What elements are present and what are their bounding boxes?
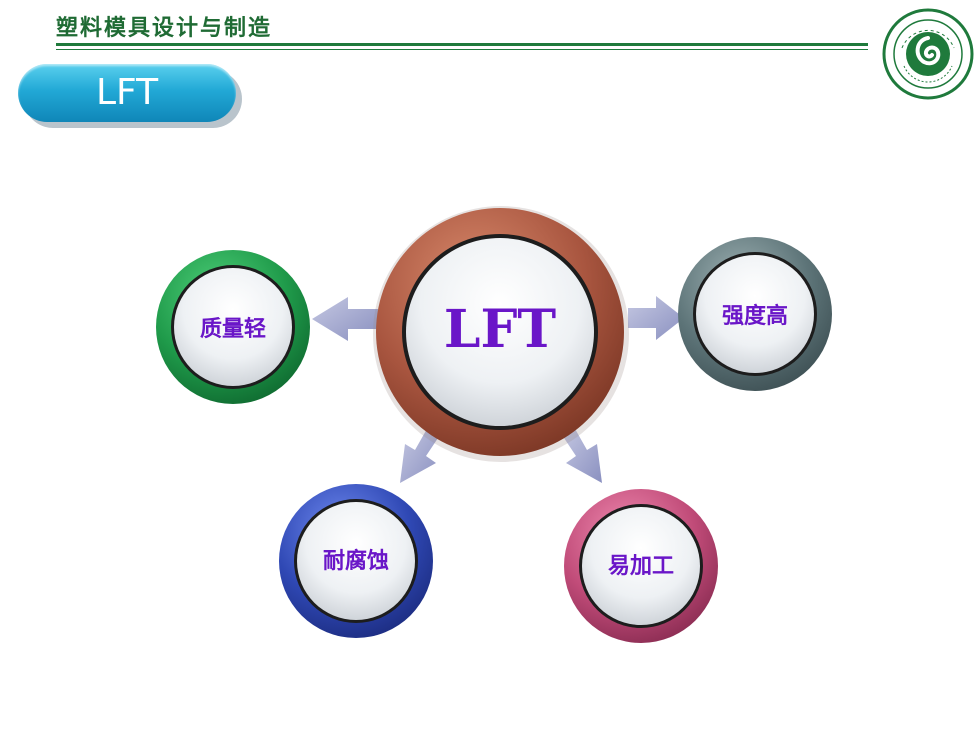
arrow-to-left-node xyxy=(312,297,378,341)
node-label-corrosion-resistant: 耐腐蚀 xyxy=(322,548,389,574)
arrow-to-right-node xyxy=(628,296,684,340)
header-divider-thin xyxy=(56,49,868,50)
center-node xyxy=(373,206,629,462)
section-pill xyxy=(18,64,236,122)
node-easy-processing xyxy=(564,489,718,643)
header-title: 塑料模具设计与制造 xyxy=(56,15,273,41)
arrow-to-bottom-right-node xyxy=(562,427,602,483)
section-pill-label: LFT xyxy=(95,72,159,113)
header-divider xyxy=(56,43,868,46)
node-high-strength xyxy=(678,237,832,391)
arrow-to-bottom-left-node xyxy=(400,427,440,483)
university-seal-icon xyxy=(882,8,974,100)
node-label-high-strength: 强度高 xyxy=(721,303,788,329)
node-lightweight xyxy=(156,250,310,404)
node-label-easy-processing: 易加工 xyxy=(607,553,674,579)
node-corrosion-resistant xyxy=(279,484,433,638)
center-node-label: LFT xyxy=(443,299,557,360)
node-label-lightweight: 质量轻 xyxy=(199,316,266,342)
